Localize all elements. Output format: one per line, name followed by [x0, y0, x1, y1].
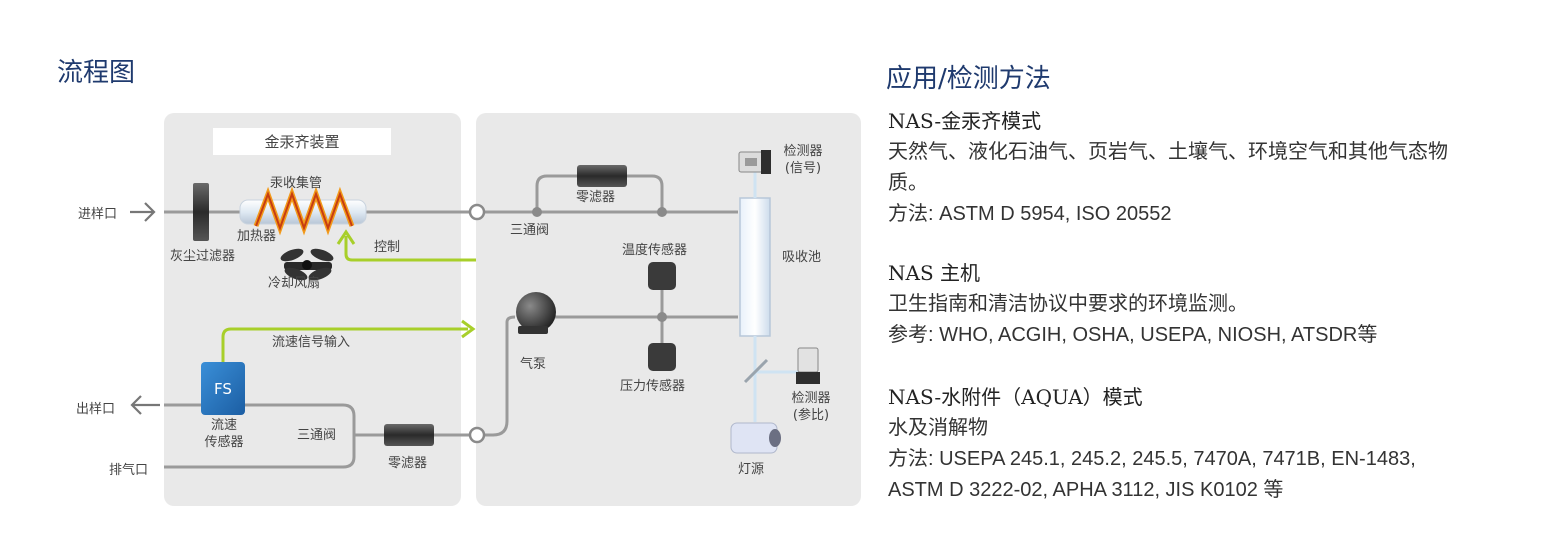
three-way-valve-left-label: 三通阀: [297, 428, 337, 443]
detector-signal-icon: [738, 150, 771, 174]
port-arrows: [130, 202, 160, 415]
app-section-1-line-2: 质。: [888, 172, 928, 194]
cooling-fan-label: 冷却风扇: [268, 276, 321, 291]
lamp-label: 灯源: [738, 462, 765, 477]
pressure-sensor: [648, 343, 676, 371]
dust-filter: [193, 183, 209, 241]
fs-badge-text: FS: [214, 380, 232, 398]
app-section-3-line-1: 水及消解物: [888, 417, 988, 439]
app-section-2-line-2: 参考: WHO, ACGIH, OSHA, USEPA, NIOSH, ATSD…: [888, 324, 1378, 346]
sample-outlet-label: 出样口: [76, 402, 116, 417]
temperature-sensor-label: 温度传感器: [622, 243, 688, 258]
air-pump-label: 气泵: [520, 357, 547, 372]
app-section-2-heading: NAS 主机: [888, 261, 981, 285]
dust-filter-label: 灰尘过滤器: [170, 249, 236, 264]
control-signal-lines: [221, 229, 476, 362]
app-section-3-line-3: ASTM D 3222-02, APHA 3112, JIS K0102 等: [888, 479, 1284, 501]
exhaust-label: 排气口: [109, 463, 149, 478]
flow-sensor-label: 流速 传感器: [204, 418, 244, 450]
amalgamation-label-box: [213, 128, 391, 155]
detector-reference-icon: [796, 347, 820, 384]
app-section-2-line-1: 卫生指南和清洁协议中要求的环境监测。: [888, 293, 1248, 315]
junction-dots: [532, 207, 667, 322]
absorption-cell-label: 吸收池: [782, 250, 822, 265]
absorption-cell: [739, 197, 771, 337]
flow-sensor-box: [201, 362, 245, 415]
flow-diagram-title: 流程图: [57, 58, 136, 88]
mercury-trap-label: 汞收集管: [270, 176, 323, 191]
sample-inlet-label: 进样口: [78, 207, 118, 222]
cooling-fan-icon: [280, 248, 334, 281]
detector-reference-label: 检测器 (参比): [791, 391, 831, 423]
valve-circles: [468, 203, 486, 444]
pressure-sensor-label: 压力传感器: [620, 379, 686, 394]
zero-filter-bottom: [384, 424, 434, 446]
beam-splitter: [743, 358, 769, 384]
app-section-1-line-3: 方法: ASTM D 5954, ISO 20552: [888, 203, 1172, 225]
detector-signal-label: 检测器 (信号): [783, 144, 823, 176]
outlet-arrow-icon: [130, 395, 160, 415]
zero-filter-top: [577, 165, 627, 187]
app-section-1-line-1: 天然气、液化石油气、页岩气、土壤气、环境空气和其他气态物: [888, 141, 1448, 163]
app-section-3-line-2: 方法: USEPA 245.1, 245.2, 245.5, 7470A, 74…: [888, 448, 1416, 470]
amalgamation-unit-label: 金汞齐装置: [264, 133, 340, 151]
temperature-sensor: [648, 262, 676, 290]
inlet-arrow-icon: [130, 202, 156, 222]
lamp-icon: [730, 422, 781, 454]
applications-title: 应用/检测方法: [886, 64, 1051, 94]
heater-label: 加热器: [237, 229, 277, 244]
app-section-3-heading: NAS-水附件（AQUA）模式: [888, 385, 1143, 409]
zero-filter-top-label: 零滤器: [576, 190, 616, 205]
air-pump-icon: [516, 292, 556, 334]
app-section-1-heading: NAS-金汞齐模式: [888, 109, 1042, 133]
three-way-valve-top-label: 三通阀: [510, 223, 550, 238]
control-label: 控制: [374, 240, 401, 255]
flow-signal-label: 流速信号输入: [272, 335, 351, 350]
zero-filter-bottom-label: 零滤器: [388, 456, 428, 471]
